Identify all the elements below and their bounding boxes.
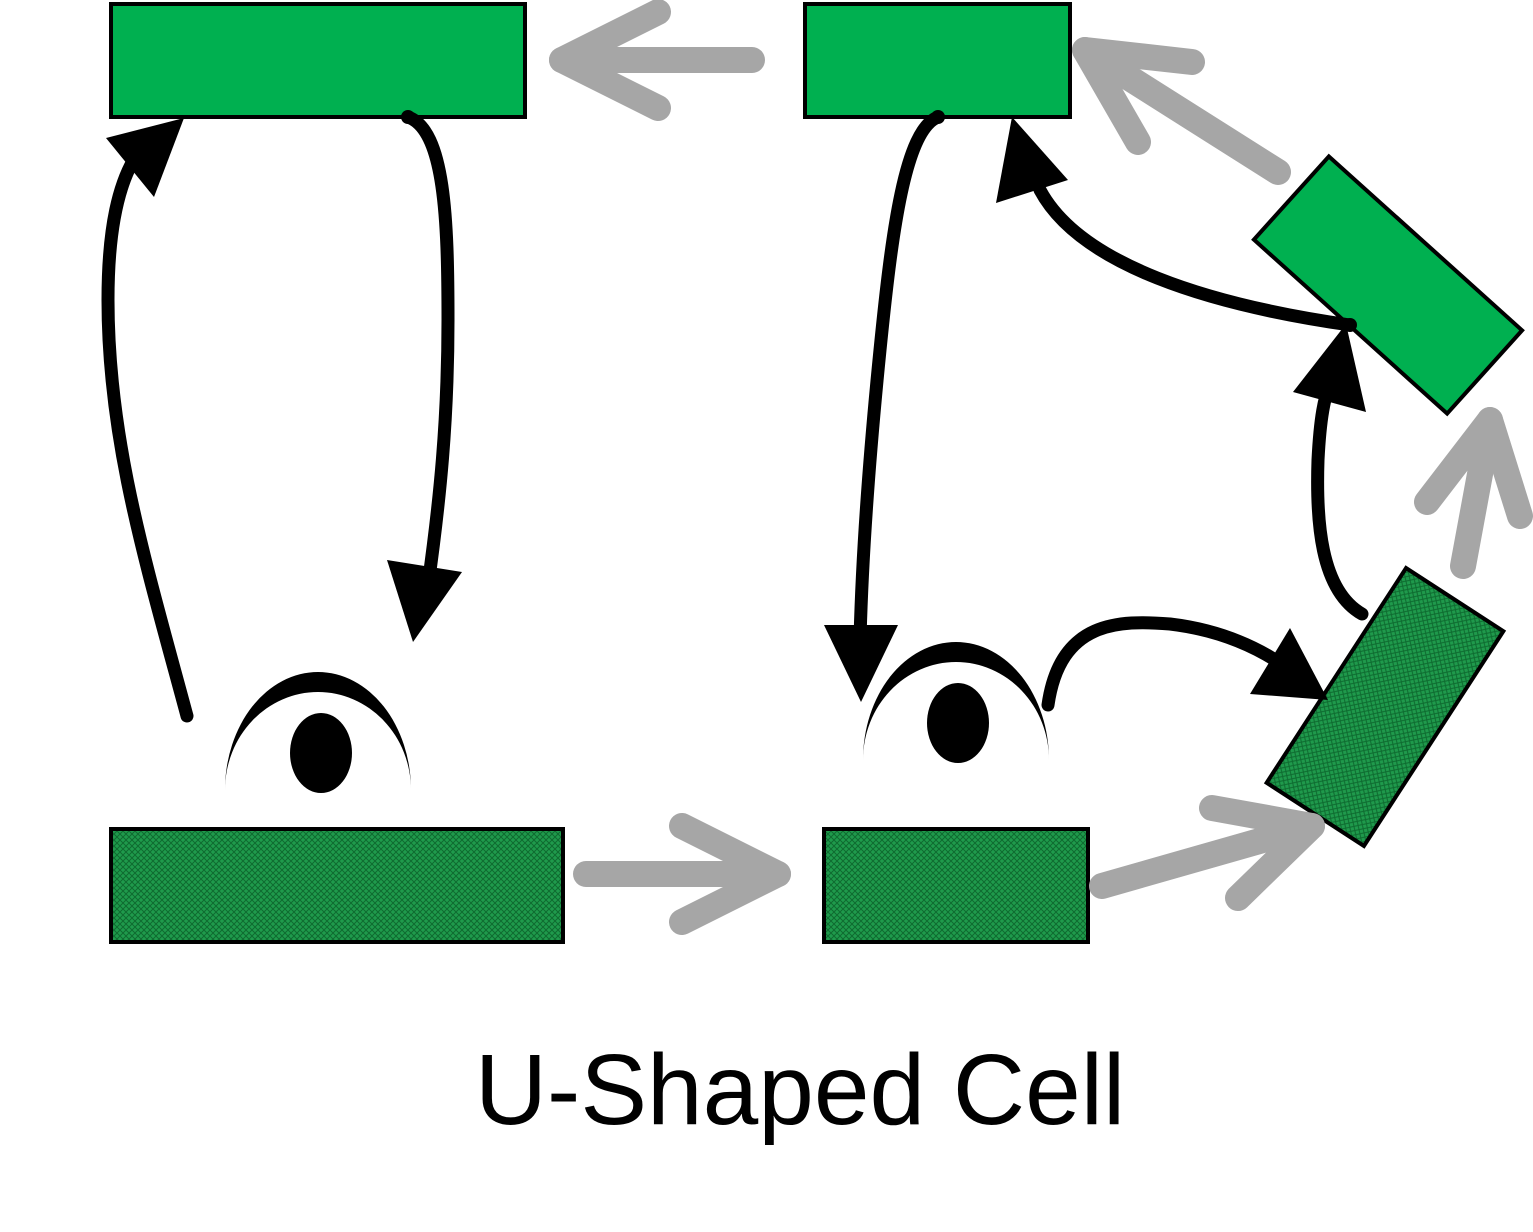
gray-arrow-bottom-left bbox=[573, 813, 791, 935]
path-endpoints bbox=[401, 110, 1357, 332]
machine-top-right bbox=[803, 2, 1072, 119]
operator-path-to-lower-right bbox=[1041, 616, 1297, 712]
gray-arrow-bottom-right bbox=[1089, 795, 1325, 911]
arrowhead-left-down bbox=[387, 560, 462, 642]
arrowhead-right-back bbox=[996, 117, 1068, 203]
operator-path-left-down bbox=[401, 110, 455, 592]
operator-path-left-up bbox=[101, 143, 194, 723]
operator-path-right-back bbox=[1033, 183, 1357, 332]
machine-right-lower bbox=[1263, 565, 1507, 849]
eye-icon bbox=[863, 642, 1049, 763]
machine-bottom-middle bbox=[822, 827, 1090, 944]
arrowhead-to-lower-right bbox=[1250, 628, 1328, 700]
arrowhead-left-up bbox=[106, 118, 184, 197]
gray-arrow-upper-right bbox=[1072, 37, 1291, 185]
operator-path-arrows bbox=[101, 110, 1369, 723]
machine-bottom-left bbox=[109, 827, 565, 944]
machine-top-left bbox=[109, 2, 527, 119]
eye-icon bbox=[225, 672, 411, 793]
material-flow-arrows bbox=[549, 0, 1533, 935]
diagram-caption: U-Shaped Cell bbox=[474, 1034, 1126, 1146]
gray-arrow-right-side bbox=[1414, 407, 1533, 579]
operator-path-right-down bbox=[853, 110, 945, 647]
machine-right-upper bbox=[1251, 153, 1525, 417]
operator-path-arrowheads bbox=[106, 117, 1366, 702]
arrowhead-right-down bbox=[824, 625, 898, 702]
gray-arrow-top bbox=[549, 0, 765, 121]
arrowhead-right-up bbox=[1293, 324, 1366, 412]
operator-path-right-up bbox=[1311, 373, 1369, 621]
